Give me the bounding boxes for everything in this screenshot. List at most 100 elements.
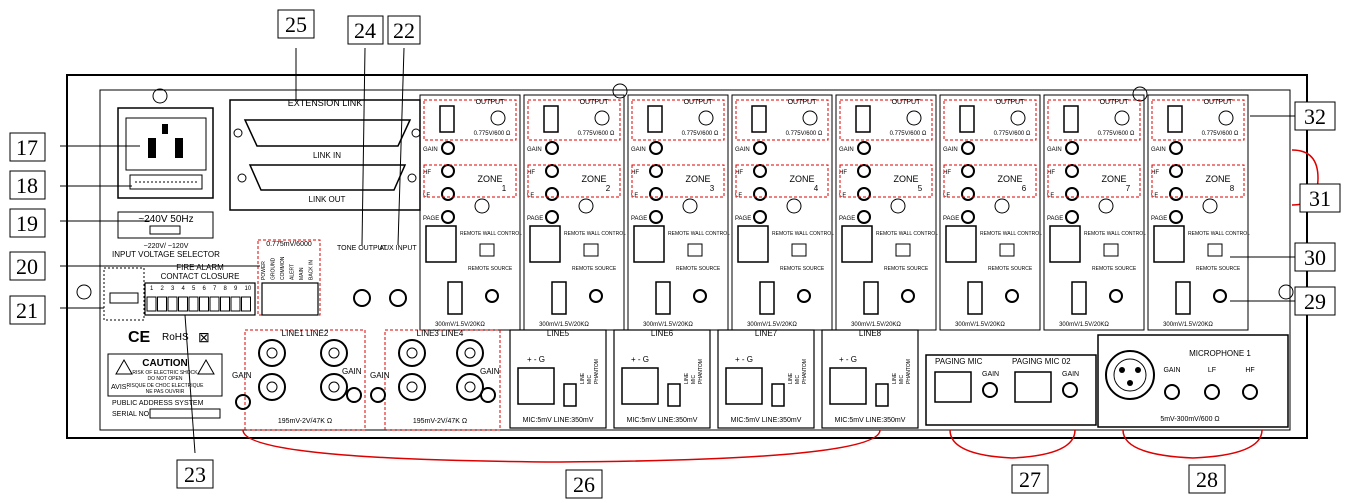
rj45-port[interactable] bbox=[737, 225, 769, 263]
lf-knob[interactable] bbox=[649, 187, 663, 201]
gain-knob[interactable] bbox=[1065, 141, 1079, 155]
output-trim[interactable] bbox=[594, 110, 610, 126]
lf-knob[interactable] bbox=[441, 187, 455, 201]
output-trim[interactable] bbox=[1218, 110, 1234, 126]
paging-mic-jack[interactable] bbox=[934, 371, 972, 403]
output-terminal[interactable] bbox=[855, 105, 871, 133]
tone-output-knob[interactable]: TONE OUTPUT bbox=[337, 245, 388, 307]
remote-source-knob[interactable] bbox=[693, 289, 707, 303]
remote-switch[interactable] bbox=[1207, 243, 1223, 257]
fire-alarm-terminal[interactable] bbox=[167, 296, 178, 312]
hf-knob[interactable] bbox=[857, 164, 871, 178]
rj45-port[interactable] bbox=[529, 225, 561, 263]
hf-knob[interactable] bbox=[649, 164, 663, 178]
fire-alarm-terminal[interactable] bbox=[241, 296, 251, 312]
remote-source-knob[interactable] bbox=[485, 289, 499, 303]
page-knob[interactable] bbox=[753, 210, 767, 224]
remote-switch[interactable] bbox=[895, 243, 911, 257]
remote-source-knob[interactable] bbox=[901, 289, 915, 303]
lf-knob[interactable] bbox=[1169, 187, 1183, 201]
remote-source-knob[interactable] bbox=[1213, 289, 1227, 303]
fire-alarm-terminal[interactable] bbox=[157, 296, 167, 312]
lf-knob[interactable] bbox=[753, 187, 767, 201]
output-trim[interactable] bbox=[906, 110, 922, 126]
mic-line-terminal[interactable] bbox=[725, 367, 763, 405]
fire-alarm-terminal[interactable] bbox=[199, 296, 209, 312]
mic-line-terminal[interactable] bbox=[829, 367, 867, 405]
fire-alarm-terminal[interactable] bbox=[188, 296, 199, 312]
remote-source-knob[interactable] bbox=[797, 289, 811, 303]
voltage-selector[interactable]: ~240V 50Hz ~220V/ ~120V INPUT VOLTAGE SE… bbox=[112, 211, 220, 259]
gain-knob[interactable] bbox=[1164, 384, 1180, 400]
lf-knob[interactable] bbox=[857, 187, 871, 201]
gain-knob[interactable] bbox=[753, 141, 767, 155]
rj45-port[interactable] bbox=[425, 225, 457, 263]
page-trim[interactable] bbox=[1202, 198, 1218, 214]
fire-alarm-terminal[interactable] bbox=[178, 296, 188, 312]
page-trim[interactable] bbox=[890, 198, 906, 214]
output-trim[interactable] bbox=[490, 110, 506, 126]
mic-line-switch[interactable] bbox=[875, 383, 889, 407]
remote-source-terminal[interactable] bbox=[967, 281, 983, 315]
page-trim[interactable] bbox=[474, 198, 490, 214]
fire-alarm-terminal[interactable] bbox=[146, 296, 157, 312]
page-trim[interactable] bbox=[578, 198, 594, 214]
output-terminal[interactable] bbox=[959, 105, 975, 133]
rj45-port[interactable] bbox=[1049, 225, 1081, 263]
output-trim[interactable] bbox=[698, 110, 714, 126]
page-knob[interactable] bbox=[649, 210, 663, 224]
gain-knob[interactable] bbox=[346, 387, 362, 403]
remote-source-terminal[interactable] bbox=[447, 281, 463, 315]
page-trim[interactable] bbox=[994, 198, 1010, 214]
gain-knob[interactable] bbox=[441, 141, 455, 155]
gain-knob[interactable] bbox=[545, 141, 559, 155]
mic-line-switch[interactable] bbox=[771, 383, 785, 407]
rj45-port[interactable] bbox=[633, 225, 665, 263]
mic-line-terminal[interactable] bbox=[517, 367, 555, 405]
lf-knob[interactable] bbox=[1204, 384, 1220, 400]
lf-knob[interactable] bbox=[961, 187, 975, 201]
paging-mic-jack[interactable] bbox=[1014, 371, 1052, 403]
hf-knob[interactable] bbox=[1065, 164, 1079, 178]
remote-switch[interactable] bbox=[999, 243, 1015, 257]
lf-knob[interactable] bbox=[545, 187, 559, 201]
output-terminal[interactable] bbox=[1167, 105, 1183, 133]
output-terminal[interactable] bbox=[751, 105, 767, 133]
output-trim[interactable] bbox=[1010, 110, 1026, 126]
hf-knob[interactable] bbox=[545, 164, 559, 178]
mic-line-switch[interactable] bbox=[563, 383, 577, 407]
output-trim[interactable] bbox=[1114, 110, 1130, 126]
page-knob[interactable] bbox=[1169, 210, 1183, 224]
remote-switch[interactable] bbox=[687, 243, 703, 257]
hf-knob[interactable] bbox=[961, 164, 975, 178]
fire-alarm-terminal[interactable] bbox=[209, 296, 220, 312]
remote-source-terminal[interactable] bbox=[1071, 281, 1087, 315]
gain-knob[interactable] bbox=[1169, 141, 1183, 155]
remote-source-knob[interactable] bbox=[589, 289, 603, 303]
remote-source-terminal[interactable] bbox=[655, 281, 671, 315]
rj45-port[interactable] bbox=[841, 225, 873, 263]
rj45-port[interactable] bbox=[945, 225, 977, 263]
mic-line-switch[interactable] bbox=[667, 383, 681, 407]
remote-source-terminal[interactable] bbox=[863, 281, 879, 315]
page-knob[interactable] bbox=[441, 210, 455, 224]
remote-switch[interactable] bbox=[791, 243, 807, 257]
gain-knob[interactable] bbox=[857, 141, 871, 155]
output-terminal[interactable] bbox=[543, 105, 559, 133]
hf-knob[interactable] bbox=[1169, 164, 1183, 178]
remote-source-knob[interactable] bbox=[1005, 289, 1019, 303]
remote-source-terminal[interactable] bbox=[1175, 281, 1191, 315]
gain-knob[interactable] bbox=[480, 387, 496, 403]
output-terminal[interactable] bbox=[439, 105, 455, 133]
gain-knob[interactable] bbox=[370, 387, 386, 403]
remote-source-terminal[interactable] bbox=[551, 281, 567, 315]
page-knob[interactable] bbox=[545, 210, 559, 224]
fire-alarm-terminal[interactable] bbox=[230, 296, 241, 312]
remote-source-knob[interactable] bbox=[1109, 289, 1123, 303]
fire-alarm-terminal[interactable] bbox=[220, 296, 230, 312]
page-trim[interactable] bbox=[1098, 198, 1114, 214]
remote-switch[interactable] bbox=[583, 243, 599, 257]
rj45-port[interactable] bbox=[1153, 225, 1185, 263]
hf-knob[interactable] bbox=[1242, 384, 1258, 400]
remote-source-terminal[interactable] bbox=[759, 281, 775, 315]
